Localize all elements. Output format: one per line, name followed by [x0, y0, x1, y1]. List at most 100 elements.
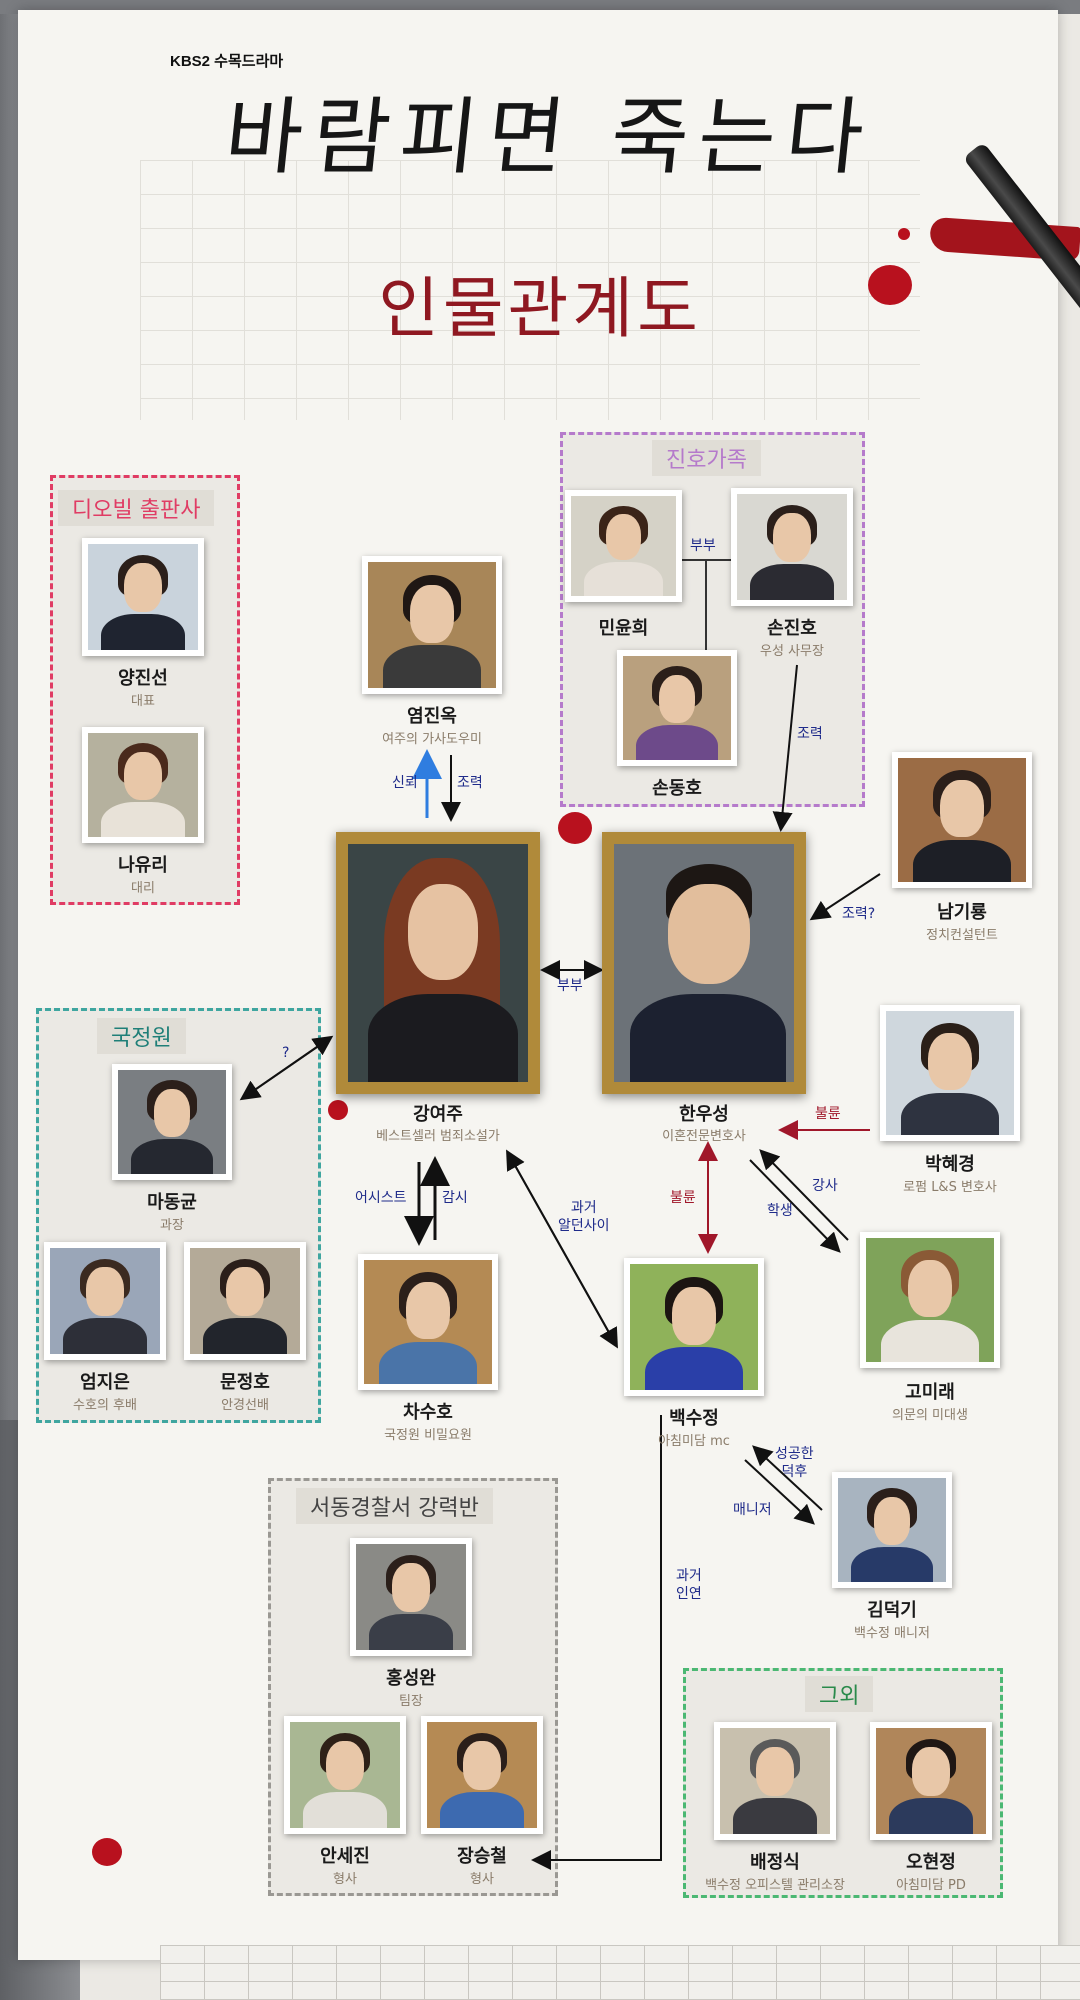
- name-kang-yeoju: 강여주: [413, 1104, 463, 1125]
- arrow-student: [749, 1159, 841, 1253]
- rel-label-help-giryong: 조력?: [842, 906, 876, 922]
- portrait-ma-donggyun: [112, 1064, 232, 1180]
- ink-drop-4: [328, 1100, 348, 1120]
- rel-label-affair-sujung: 불륜: [670, 1190, 696, 1206]
- rel-label-unknown-nis: ?: [282, 1045, 290, 1061]
- name-jang-seungcheol: 장승철: [457, 1846, 507, 1867]
- role-na-yuri: 대리: [131, 881, 155, 896]
- role-jang-seungcheol: 형사: [470, 1872, 494, 1887]
- rel-label-past-romance: 과거 인연: [676, 1568, 702, 1602]
- name-yang-jinseon: 양진선: [118, 668, 168, 689]
- portrait-baek-sujung: [624, 1258, 764, 1396]
- portrait-na-yuri: [82, 727, 204, 843]
- portrait-park-hyekyung: [880, 1005, 1020, 1141]
- name-eom-jieun: 엄지은: [80, 1372, 130, 1393]
- name-min-yunhee: 민윤희: [598, 618, 649, 639]
- role-yang-jinseon: 대표: [131, 694, 155, 709]
- name-son-jinho: 손진호: [767, 618, 817, 639]
- name-nam-giryong: 남기룡: [937, 902, 987, 923]
- name-na-yuri: 나유리: [118, 855, 168, 876]
- role-son-jinho: 우성 사무장: [760, 644, 824, 659]
- rel-label-past-acquaintance: 과거 알던사이: [558, 1200, 610, 1234]
- role-eom-jieun: 수호의 후배: [73, 1398, 137, 1413]
- portrait-son-dongho: [617, 650, 737, 766]
- portrait-son-jinho: [731, 488, 853, 606]
- name-go-mirae: 고미래: [905, 1382, 955, 1403]
- portrait-han-woosung: [602, 832, 806, 1094]
- portrait-bae-jungsik: [714, 1722, 836, 1840]
- rel-label-manager: 매니저: [733, 1502, 772, 1518]
- ink-drop-2: [898, 228, 910, 240]
- portrait-min-yunhee: [565, 490, 682, 602]
- role-ma-donggyun: 과장: [160, 1218, 184, 1233]
- rel-label-successful-fan: 성공한 덕후: [775, 1446, 814, 1480]
- rel-label-affair-hyekyung: 불륜: [815, 1106, 841, 1122]
- name-cha-suho: 차수호: [403, 1402, 453, 1423]
- portrait-an-sejin: [284, 1716, 406, 1834]
- rel-label-trust: 신뢰: [392, 775, 418, 791]
- rel-label-couple-jinho: 부부: [690, 538, 716, 554]
- role-baek-sujung: 아침미담 mc: [658, 1434, 730, 1449]
- ink-drop-1: [868, 265, 912, 305]
- role-hong-sungwan: 팀장: [399, 1694, 423, 1709]
- role-han-woosung: 이혼전문변호사: [662, 1129, 746, 1144]
- role-kim-deokgi: 백수정 매니저: [854, 1626, 930, 1641]
- name-hong-sungwan: 홍성완: [386, 1668, 436, 1689]
- arrow-fan: [752, 1445, 823, 1511]
- name-baek-sujung: 백수정: [669, 1408, 719, 1429]
- portrait-nam-giryong: [892, 752, 1032, 888]
- role-oh-hyunjung: 아침미담 PD: [896, 1878, 966, 1893]
- arrow-nis-2: [239, 1037, 331, 1101]
- portrait-eom-jieun: [44, 1242, 166, 1360]
- name-han-woosung: 한우성: [679, 1104, 729, 1125]
- name-yeom-jinok: 염진옥: [407, 706, 457, 727]
- portrait-hong-sungwan: [350, 1538, 472, 1656]
- name-oh-hyunjung: 오현정: [906, 1852, 956, 1873]
- name-son-dongho: 손동호: [652, 778, 702, 799]
- group-label-others: 그외: [805, 1676, 874, 1712]
- rel-label-help-jinho: 조력: [797, 726, 823, 742]
- role-yeom-jinok: 여주의 가사도우미: [382, 732, 482, 747]
- rel-label-surveillance: 감시: [442, 1190, 468, 1206]
- name-kim-deokgi: 김덕기: [867, 1600, 917, 1621]
- arrow-past-2: [506, 1149, 617, 1346]
- chart-subtitle: 인물관계도: [378, 270, 702, 347]
- group-label-police: 서동경찰서 강력반: [296, 1488, 493, 1524]
- rel-label-assistant: 어시스트: [355, 1190, 407, 1206]
- portrait-jang-seungcheol: [421, 1716, 543, 1834]
- name-an-sejin: 안세진: [320, 1846, 370, 1867]
- ink-drop-3: [558, 812, 592, 844]
- name-moon-jungho: 문정호: [220, 1372, 270, 1393]
- group-label-nis: 국정원: [97, 1018, 186, 1054]
- role-cha-suho: 국정원 비밀요원: [384, 1428, 472, 1443]
- role-an-sejin: 형사: [333, 1872, 357, 1887]
- name-bae-jungsik: 배정식: [750, 1852, 800, 1873]
- role-park-hyekyung: 로펌 L&S 변호사: [903, 1180, 997, 1195]
- arrow-help-jinho: [772, 664, 798, 832]
- broadcaster-logo: KBS2 수목드라마: [170, 53, 284, 70]
- portrait-moon-jungho: [184, 1242, 306, 1360]
- arrow-manager: [744, 1459, 815, 1525]
- name-park-hyekyung: 박혜경: [925, 1154, 975, 1175]
- role-bae-jungsik: 백수정 오피스텔 관리소장: [705, 1878, 845, 1893]
- role-nam-giryong: 정치컨설턴트: [926, 928, 998, 943]
- rel-label-student: 학생: [767, 1203, 793, 1219]
- portrait-oh-hyunjung: [870, 1722, 992, 1840]
- role-kang-yeoju: 베스트셀러 범죄소설가: [376, 1129, 500, 1144]
- grid-paper-bottom: [160, 1945, 1080, 2000]
- grid-paper-header: [140, 160, 920, 420]
- portrait-kim-deokgi: [832, 1472, 952, 1588]
- ink-drop-5: [92, 1838, 122, 1866]
- arrow-lecturer: [759, 1149, 849, 1241]
- portrait-kang-yeoju: [336, 832, 540, 1094]
- role-moon-jungho: 안경선배: [221, 1398, 269, 1413]
- role-go-mirae: 의문의 미대생: [892, 1408, 968, 1423]
- portrait-cha-suho: [358, 1254, 498, 1390]
- rel-label-lecturer: 강사: [812, 1178, 838, 1194]
- arrow-past-romance: [531, 1415, 662, 1870]
- rel-label-couple-main: 부부: [557, 978, 583, 994]
- name-ma-donggyun: 마동균: [147, 1192, 197, 1213]
- group-label-jinho-family: 진호가족: [652, 440, 761, 476]
- portrait-yeom-jinok: [362, 556, 502, 694]
